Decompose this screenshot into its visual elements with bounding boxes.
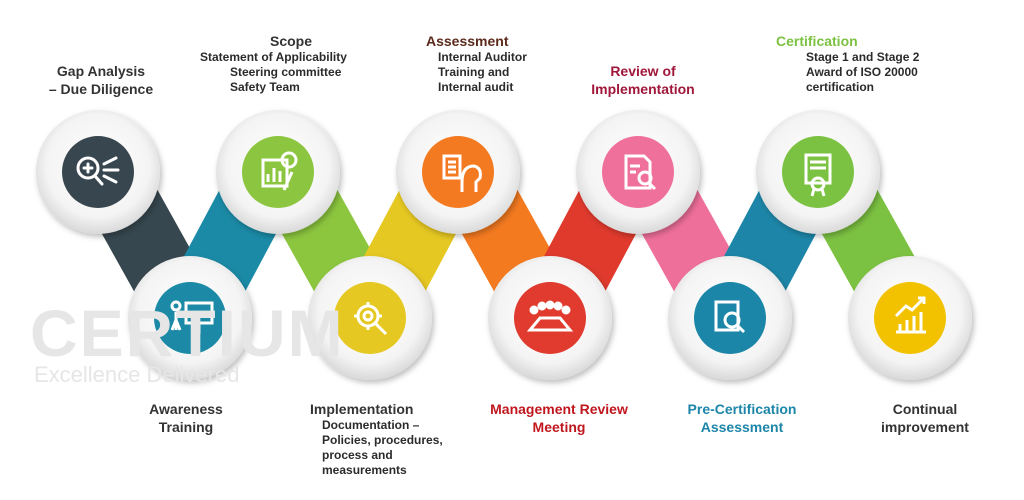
step-precert-circle xyxy=(668,256,792,380)
implementation-detail-1: Documentation – xyxy=(322,418,420,432)
label-continual: Continual improvement xyxy=(860,400,990,436)
awareness-title-2: Training xyxy=(158,419,214,435)
precert-title-2: Assessment xyxy=(700,419,784,435)
step-continual-circle xyxy=(848,256,972,380)
step-scope-circle xyxy=(216,110,340,234)
step-awareness-circle xyxy=(128,256,252,380)
magnifier-arrows-icon xyxy=(76,156,120,186)
scope-title: Scope xyxy=(270,33,313,49)
certification-detail-3: certification xyxy=(806,80,875,94)
label-review: Review of Implementation xyxy=(578,62,708,98)
label-implementation: Implementation Documentation – Policies,… xyxy=(310,400,443,478)
review-title-2: Implementation xyxy=(591,81,695,97)
continual-title-1: Continual xyxy=(892,401,958,417)
document-search-icon xyxy=(624,154,657,191)
certificate-icon xyxy=(804,153,832,197)
label-scope: Scope Statement of Applicability Steerin… xyxy=(200,32,347,95)
watermark-tagline: Excellence Delivered xyxy=(34,362,240,387)
label-precertification: Pre-Certification Assessment xyxy=(672,400,812,436)
certification-title: Certification xyxy=(776,33,858,49)
chart-pencil-icon xyxy=(261,151,298,191)
assessment-detail-3: Internal audit xyxy=(438,80,514,94)
scope-detail-1: Statement of Applicability xyxy=(200,50,347,64)
management-title-2: Meeting xyxy=(532,419,586,435)
precert-title-1: Pre-Certification xyxy=(687,401,797,417)
certification-detail-2: Award of ISO 20000 xyxy=(806,65,918,79)
step-review-circle xyxy=(576,110,700,234)
scope-detail-3: Safety Team xyxy=(230,80,300,94)
review-title-1: Review of xyxy=(610,63,676,79)
label-certification: Certification Stage 1 and Stage 2 Award … xyxy=(776,32,919,95)
document-magnifier-icon xyxy=(714,300,746,334)
assessment-title: Assessment xyxy=(426,33,509,49)
label-gap-analysis: Gap Analysis – Due Diligence xyxy=(36,62,166,98)
watermark-brand: CERTIUM xyxy=(30,296,345,370)
management-title-1: Management Review xyxy=(490,401,628,417)
presentation-board-icon xyxy=(170,300,214,334)
gear-tools-icon xyxy=(354,302,388,336)
step-certification-circle xyxy=(756,110,880,234)
implementation-detail-4: measurements xyxy=(322,463,407,477)
meeting-table-icon xyxy=(526,300,574,332)
label-assessment: Assessment Internal Auditor Training and… xyxy=(426,32,527,95)
implementation-title: Implementation xyxy=(310,401,414,417)
scope-detail-2: Steering committee xyxy=(230,65,342,79)
implementation-detail-2: Policies, procedures, xyxy=(322,433,443,447)
implementation-detail-3: process and xyxy=(322,448,393,462)
checklist-head-icon xyxy=(442,154,482,192)
gap-title-2: – Due Diligence xyxy=(48,81,154,97)
step-assessment-circle xyxy=(396,110,520,234)
continual-title-2: improvement xyxy=(881,419,969,435)
growth-chart-icon xyxy=(894,296,926,334)
assessment-detail-2: Training and xyxy=(438,65,510,79)
assessment-detail-1: Internal Auditor xyxy=(438,50,527,64)
label-management-review: Management Review Meeting xyxy=(474,400,644,436)
certification-detail-1: Stage 1 and Stage 2 xyxy=(806,50,920,64)
awareness-title-1: Awareness xyxy=(149,401,223,417)
gap-title-1: Gap Analysis xyxy=(56,63,146,79)
label-awareness: Awareness Training xyxy=(126,400,246,436)
